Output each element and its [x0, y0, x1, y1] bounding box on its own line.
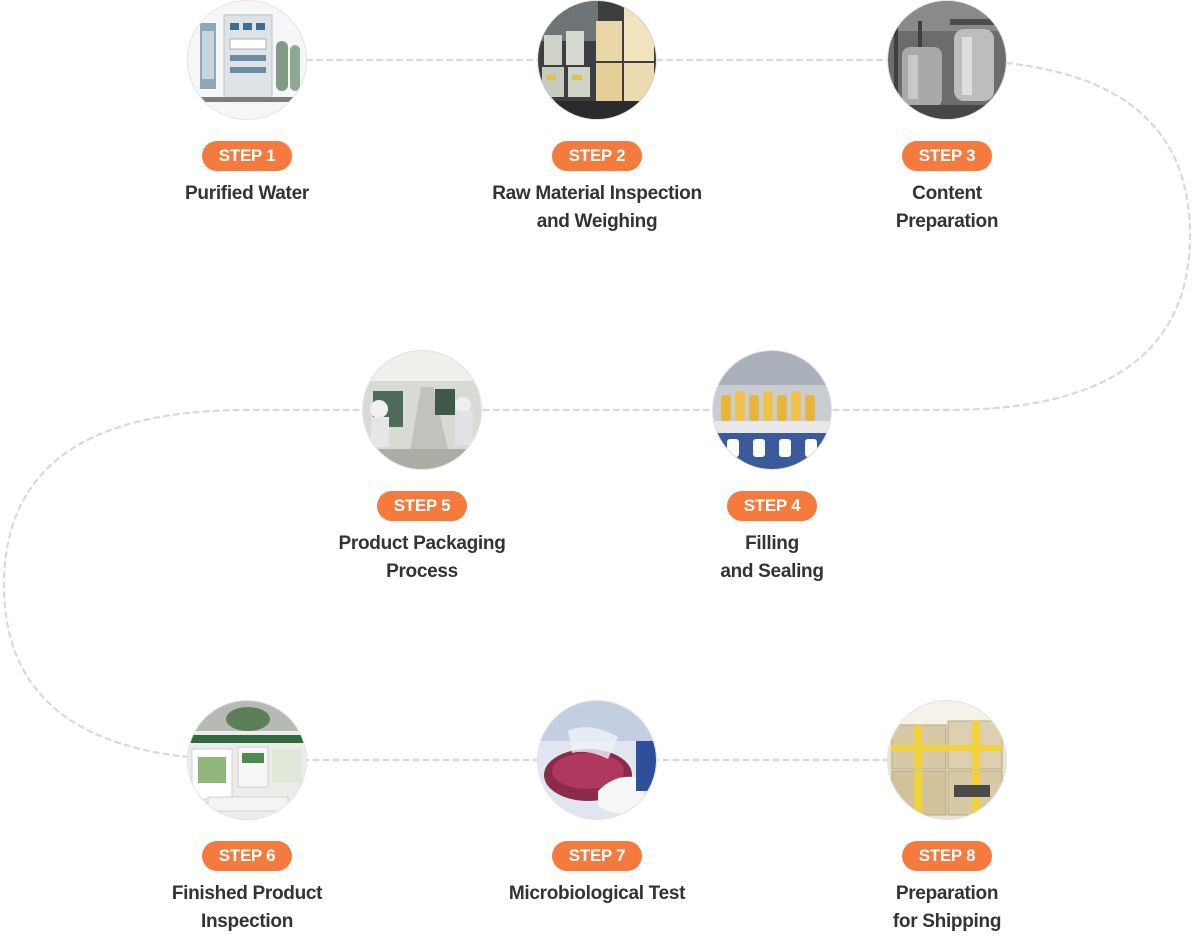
step-5: STEP 5 Product Packaging Process — [302, 351, 542, 586]
step-badge: STEP 3 — [901, 141, 993, 171]
step-1: STEP 1 Purified Water — [127, 1, 367, 208]
step-label: Filling and Sealing — [720, 533, 824, 582]
step-3: STEP 3 Content Preparation — [827, 1, 1067, 236]
step-badge: STEP 2 — [551, 141, 643, 171]
shipping-boxes-photo — [888, 701, 1006, 819]
bottle-filling-line-photo — [713, 351, 831, 469]
lab-flask-photo — [538, 701, 656, 819]
step-6: STEP 6 Finished Product Inspection — [127, 701, 367, 936]
step-8: STEP 8 Preparation for Shipping — [827, 701, 1067, 936]
step-badge: STEP 6 — [201, 841, 293, 871]
step-badge: STEP 8 — [901, 841, 993, 871]
step-label: Preparation for Shipping — [892, 883, 1002, 932]
step-badge: STEP 7 — [551, 841, 643, 871]
mixing-tanks-photo — [888, 1, 1006, 119]
step-label: Finished Product Inspection — [171, 883, 323, 932]
step-label: Product Packaging Process — [338, 533, 506, 582]
step-label: Microbiological Test — [508, 883, 686, 904]
raw-material-containers-photo — [538, 1, 656, 119]
water-purification-machine-photo — [188, 1, 306, 119]
step-2: STEP 2 Raw Material Inspection and Weigh… — [477, 1, 717, 236]
step-label: Purified Water — [185, 183, 309, 204]
packaging-line-workers-photo — [363, 351, 481, 469]
step-badge: STEP 4 — [726, 491, 818, 521]
step-7: STEP 7 Microbiological Test — [477, 701, 717, 908]
step-badge: STEP 5 — [376, 491, 468, 521]
step-4: STEP 4 Filling and Sealing — [652, 351, 892, 586]
step-label: Raw Material Inspection and Weighing — [492, 183, 702, 232]
finished-product-boxes-photo — [188, 701, 306, 819]
step-badge: STEP 1 — [201, 141, 293, 171]
step-label: Content Preparation — [895, 183, 999, 232]
